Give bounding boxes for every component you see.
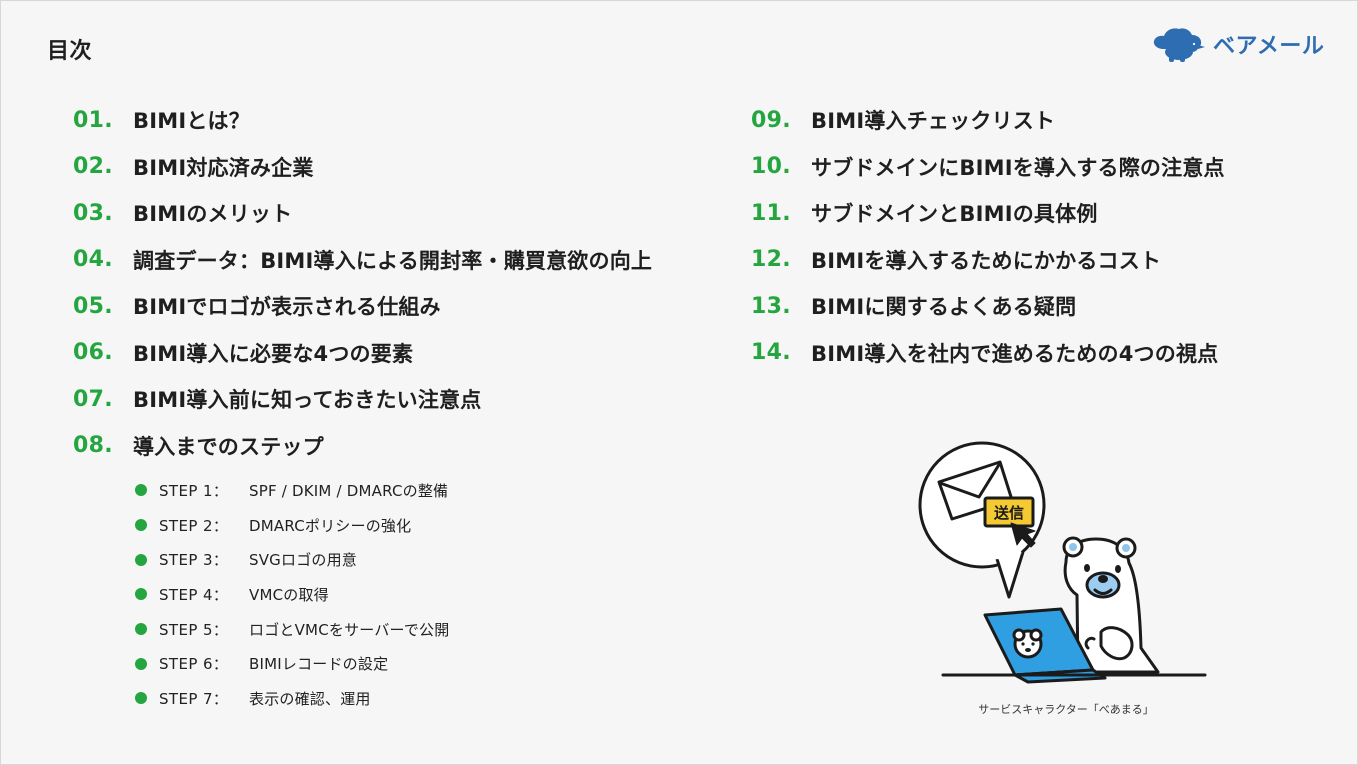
toc-number: 05. bbox=[73, 293, 113, 319]
toc-label: サブドメインとBIMIの具体例 bbox=[811, 202, 1098, 227]
toc-label: BIMIとは？ bbox=[133, 109, 250, 134]
step-text: SVGロゴの用意 bbox=[249, 551, 358, 570]
toc-label: BIMI導入に必要な4つの要素 bbox=[133, 341, 414, 366]
toc-label: 調査データ：BIMI導入による開封率・購買意欲の向上 bbox=[133, 248, 653, 273]
toc-label: BIMIに関するよくある疑問 bbox=[811, 295, 1077, 320]
toc-number: 02. bbox=[73, 154, 113, 180]
step-bullet-icon bbox=[135, 657, 147, 670]
step-bullet-icon bbox=[135, 623, 147, 636]
step-name: STEP 1： bbox=[159, 481, 229, 500]
toc-right-column: 09. BIMI導入チェックリスト 10. サブドメインにBIMIを導入する際の… bbox=[751, 97, 1225, 376]
toc-item-06[interactable]: 06. BIMI導入に必要な4つの要素 bbox=[73, 330, 652, 377]
step-bullet-icon bbox=[135, 692, 147, 705]
step-bullet-icon bbox=[135, 519, 147, 532]
toc-item-13[interactable]: 13. BIMIに関するよくある疑問 bbox=[751, 283, 1225, 330]
step-item-5[interactable]: STEP 5： ロゴとVMCをサーバーで公開 bbox=[135, 612, 449, 647]
toc-number: 14. bbox=[751, 340, 791, 366]
toc-label: BIMIを導入するためにかかるコスト bbox=[811, 248, 1162, 273]
toc-number: 01. bbox=[73, 107, 113, 133]
step-item-4[interactable]: STEP 4： VMCの取得 bbox=[135, 577, 449, 612]
toc-label: BIMIのメリット bbox=[133, 202, 293, 227]
toc-number: 06. bbox=[73, 340, 113, 366]
step-name: STEP 5： bbox=[159, 620, 229, 639]
toc-label: BIMI導入を社内で進めるための4つの視点 bbox=[811, 341, 1219, 366]
toc-item-09[interactable]: 09. BIMI導入チェックリスト bbox=[751, 97, 1225, 144]
step-bullet-icon bbox=[135, 588, 147, 601]
step-item-1[interactable]: STEP 1： SPF / DKIM / DMARCの整備 bbox=[135, 473, 449, 508]
step-name: STEP 6： bbox=[159, 655, 229, 674]
toc-item-02[interactable]: 02. BIMI対応済み企業 bbox=[73, 144, 652, 191]
toc-number: 10. bbox=[751, 154, 791, 180]
toc-item-07[interactable]: 07. BIMI導入前に知っておきたい注意点 bbox=[73, 376, 652, 423]
toc-number: 03. bbox=[73, 200, 113, 226]
step-item-6[interactable]: STEP 6： BIMIレコードの設定 bbox=[135, 646, 449, 681]
step-name: STEP 3： bbox=[159, 551, 229, 570]
step-item-3[interactable]: STEP 3： SVGロゴの用意 bbox=[135, 542, 449, 577]
step-list: STEP 1： SPF / DKIM / DMARCの整備 STEP 2： DM… bbox=[135, 473, 449, 716]
step-text: SPF / DKIM / DMARCの整備 bbox=[249, 481, 449, 500]
toc-number: 12. bbox=[751, 247, 791, 273]
bear-cloud-logo-icon bbox=[1153, 28, 1205, 62]
step-text: VMCの取得 bbox=[249, 585, 329, 604]
bear-character-illustration: 送信 bbox=[918, 441, 1207, 684]
send-button-icon: 送信 bbox=[983, 496, 1036, 548]
bear-icon bbox=[1062, 536, 1160, 674]
toc-item-12[interactable]: 12. BIMIを導入するためにかかるコスト bbox=[751, 237, 1225, 284]
step-text: 表示の確認、運用 bbox=[249, 689, 371, 708]
toc-label: BIMI対応済み企業 bbox=[133, 155, 314, 180]
character-caption: サービスキャラクター「べあまる」 bbox=[978, 703, 1154, 716]
toc-left-column: 01. BIMIとは？ 02. BIMI対応済み企業 03. BIMIのメリット… bbox=[73, 97, 652, 469]
toc-number: 07. bbox=[73, 386, 113, 412]
step-name: STEP 7： bbox=[159, 689, 229, 708]
toc-label: BIMI導入チェックリスト bbox=[811, 109, 1056, 134]
toc-label: サブドメインにBIMIを導入する際の注意点 bbox=[811, 155, 1225, 180]
brand-logo: ベアメール bbox=[1149, 25, 1324, 63]
toc-item-14[interactable]: 14. BIMI導入を社内で進めるための4つの視点 bbox=[751, 330, 1225, 377]
toc-item-03[interactable]: 03. BIMIのメリット bbox=[73, 190, 652, 237]
step-bullet-icon bbox=[135, 484, 147, 497]
step-text: BIMIレコードの設定 bbox=[249, 655, 389, 674]
toc-number: 11. bbox=[751, 200, 791, 226]
toc-item-11[interactable]: 11. サブドメインとBIMIの具体例 bbox=[751, 190, 1225, 237]
step-item-7[interactable]: STEP 7： 表示の確認、運用 bbox=[135, 681, 449, 716]
toc-number: 04. bbox=[73, 247, 113, 273]
toc-item-05[interactable]: 05. BIMIでロゴが表示される仕組み bbox=[73, 283, 652, 330]
step-text: DMARCポリシーの強化 bbox=[249, 516, 412, 535]
toc-label: 導入までのステップ bbox=[133, 434, 324, 459]
toc-label: BIMI導入前に知っておきたい注意点 bbox=[133, 388, 482, 413]
step-item-2[interactable]: STEP 2： DMARCポリシーの強化 bbox=[135, 508, 449, 543]
brand-name: ベアメール bbox=[1213, 34, 1325, 59]
toc-item-04[interactable]: 04. 調査データ：BIMI導入による開封率・購買意欲の向上 bbox=[73, 237, 652, 284]
toc-item-08[interactable]: 08. 導入までのステップ bbox=[73, 423, 652, 470]
toc-label: BIMIでロゴが表示される仕組み bbox=[133, 295, 441, 320]
toc-number: 13. bbox=[751, 293, 791, 319]
step-name: STEP 2： bbox=[159, 516, 229, 535]
step-name: STEP 4： bbox=[159, 585, 229, 604]
toc-number: 09. bbox=[751, 107, 791, 133]
toc-item-10[interactable]: 10. サブドメインにBIMIを導入する際の注意点 bbox=[751, 144, 1225, 191]
toc-number: 08. bbox=[73, 433, 113, 459]
send-label: 送信 bbox=[993, 504, 1024, 522]
step-text: ロゴとVMCをサーバーで公開 bbox=[249, 620, 450, 639]
toc-item-01[interactable]: 01. BIMIとは？ bbox=[73, 97, 652, 144]
step-bullet-icon bbox=[135, 553, 147, 566]
page-title: 目次 bbox=[47, 39, 93, 64]
